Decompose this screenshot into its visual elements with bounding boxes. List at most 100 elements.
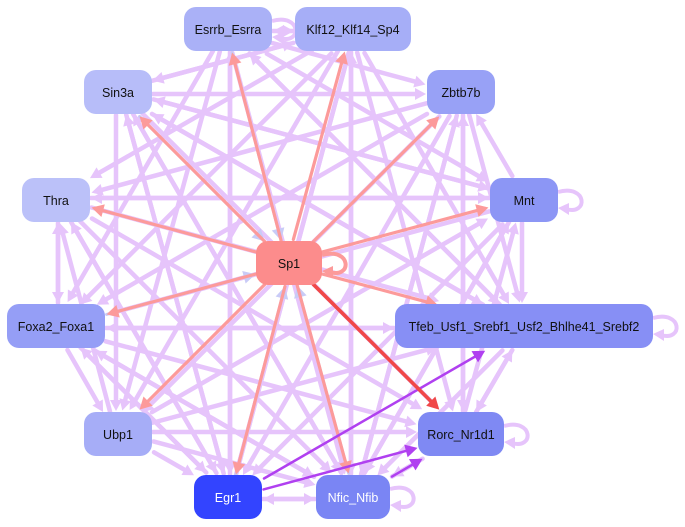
node-mnt[interactable]: Mnt <box>490 178 558 222</box>
self-loop-arrowhead-nfic <box>390 500 401 512</box>
arrowhead-klf-to-foxa <box>80 292 93 305</box>
arrowhead-egr1-to-foxa <box>80 347 93 360</box>
node-box <box>84 70 152 114</box>
arrowhead-esrrb-to-zbtb7b <box>413 75 426 88</box>
arrowhead-ubp1-to-rorc <box>406 426 417 438</box>
self-loop-arrowhead-sp1 <box>322 266 333 278</box>
node-zbtb7b[interactable]: Zbtb7b <box>427 70 495 114</box>
node-egr1[interactable]: Egr1 <box>194 475 262 519</box>
arrowhead-tfeb-to-nfic <box>377 463 390 476</box>
arrowhead-sp1-to-ubp1 <box>139 396 153 410</box>
self-loop-mnt <box>557 188 584 212</box>
arrowhead-thra-to-mnt <box>478 192 489 204</box>
arrowhead-sp1-to-esrrb <box>228 52 242 66</box>
node-ubp1[interactable]: Ubp1 <box>84 412 152 456</box>
edge-tfeb-to-nfic <box>382 348 505 470</box>
node-foxa2-foxa1[interactable]: Foxa2_Foxa1 <box>7 304 105 348</box>
arrowhead-sin3a-to-zbtb7b <box>415 88 426 100</box>
arrowhead-rorc-to-mnt <box>507 222 519 235</box>
arrowhead-foxa-to-rorc <box>404 415 417 428</box>
edge-sp1-to-egr1 <box>237 284 287 465</box>
self-loop-arrowhead-esrrb <box>272 32 283 44</box>
arrowhead-thra-to-rorc <box>409 398 423 410</box>
edge-sp1-to-esrrb <box>233 62 283 243</box>
self-loop-nfic <box>389 485 416 509</box>
arrowhead-egr1-to-rorc <box>404 444 418 458</box>
node-sin3a[interactable]: Sin3a <box>84 70 152 114</box>
node-rorc-nr1d1[interactable]: Rorc_Nr1d1 <box>418 412 504 456</box>
arrowhead-egr1-to-sin3a <box>123 114 135 127</box>
edge-ubp1-to-egr1 <box>151 450 187 473</box>
edge-sp1-to-mnt <box>320 208 479 254</box>
arrowhead-nfic-to-egr1 <box>263 493 274 505</box>
arrowhead-rorc-to-tfeb <box>501 350 513 363</box>
arrowhead-tfeb-to-foxa <box>106 322 117 334</box>
node-klf12-klf14-sp4[interactable]: Klf12_Klf14_Sp4 <box>295 7 411 51</box>
edge-nfic-to-mnt <box>362 229 506 476</box>
edge-foxa-to-ubp1 <box>65 347 100 405</box>
node-box <box>490 178 558 222</box>
arrowhead-esrrb-to-foxa <box>67 289 79 302</box>
arrowhead-rorc-to-zbtb7b <box>457 115 469 126</box>
node-box <box>7 304 105 348</box>
arrowhead-sp1-to-sin3a <box>139 116 153 130</box>
edge-mnt-to-zbtb7b <box>479 121 515 179</box>
edge-tfeb-to-esrrb <box>255 58 502 307</box>
node-tfeb-usf1-srebf1-usf2-bhlhe41-srebf2[interactable]: Tfeb_Usf1_Srebf1_Usf2_Bhlhe41_Srebf2 <box>395 304 653 348</box>
node-box <box>194 475 262 519</box>
arrowhead-mnt-to-sin3a <box>153 96 166 109</box>
node-box <box>184 7 272 51</box>
arrowhead-sp1-to-zbtb7b <box>426 116 440 130</box>
edge-egr1-to-foxa <box>86 353 209 475</box>
arrowhead-nfic-to-foxa <box>94 350 108 362</box>
edge-sp1-to-zbtb7b <box>311 123 433 244</box>
arrowhead-nfic-to-zbtb7b <box>448 115 460 128</box>
node-box <box>316 475 390 519</box>
arrowhead-klf-to-tfeb <box>498 291 510 304</box>
arrowhead-ubp1-to-egr1 <box>181 464 194 476</box>
arrowhead-ubp1-to-mnt <box>475 218 489 230</box>
edge-thra-to-nfic <box>78 219 326 468</box>
edge-sp1-to-sin3a <box>146 123 267 244</box>
arrowhead-nfic-to-sin3a <box>133 113 144 127</box>
edge-sp1-to-rorc <box>311 282 433 403</box>
edge-foxa-to-rorc <box>103 339 409 424</box>
edge-nfic-to-rorc <box>390 463 414 478</box>
arrowhead-sp1-to-egr1 <box>232 461 246 475</box>
arrowhead-sin3a-to-klf <box>281 39 294 52</box>
node-nfic-nfib[interactable]: Nfic_Nfib <box>316 475 390 519</box>
self-loop-rorc <box>503 422 530 446</box>
node-box <box>395 304 653 348</box>
arrowhead-sp1-to-thra <box>91 204 105 217</box>
arrowhead-ubp1-to-thra <box>57 223 69 236</box>
arrowhead-esrrb-to-ubp1 <box>119 398 131 411</box>
edge-egr1-to-rorc <box>262 449 408 491</box>
edge-sp1-to-thra <box>101 209 258 254</box>
edge-sp1-to-nfic <box>295 283 348 464</box>
node-box <box>418 412 504 456</box>
arrowhead-zbtb7b-to-thra <box>91 183 104 196</box>
edge-nfic-to-foxa <box>102 353 317 480</box>
arrowhead-mnt-to-zbtb7b <box>476 113 487 127</box>
nodes-layer: Esrrb_Esrra Klf12_Klf14_Sp4 Sin3a Zbtb7b… <box>7 7 653 519</box>
edge-zbtb7b-to-thra <box>99 101 429 193</box>
node-thra[interactable]: Thra <box>22 178 90 222</box>
node-sp1[interactable]: Sp1 <box>256 241 322 285</box>
edge-tfeb-to-sin3a <box>159 117 486 307</box>
edge-sp1-to-foxa <box>116 272 258 313</box>
arrowhead-foxa-to-ubp1 <box>92 399 104 412</box>
arrowhead-nfic-to-mnt <box>498 222 510 235</box>
node-box <box>295 7 411 51</box>
arrowhead-mnt-to-tfeb <box>516 292 528 303</box>
arrowhead-egr1-to-tfeb <box>471 350 486 363</box>
node-esrrb-esrra[interactable]: Esrrb_Esrra <box>184 7 272 51</box>
node-box <box>427 70 495 114</box>
arrowhead-sp1-to-rorc <box>426 396 440 410</box>
edge-sp1-to-tfeb <box>320 272 428 304</box>
edge-rorc-to-tfeb <box>473 357 510 415</box>
edge-egr1-to-thra <box>74 229 219 476</box>
edge-ubp1-to-mnt <box>149 221 481 415</box>
arrowhead-klf-to-thra <box>90 167 103 179</box>
edge-zbtb7b-to-foxa <box>104 111 430 302</box>
